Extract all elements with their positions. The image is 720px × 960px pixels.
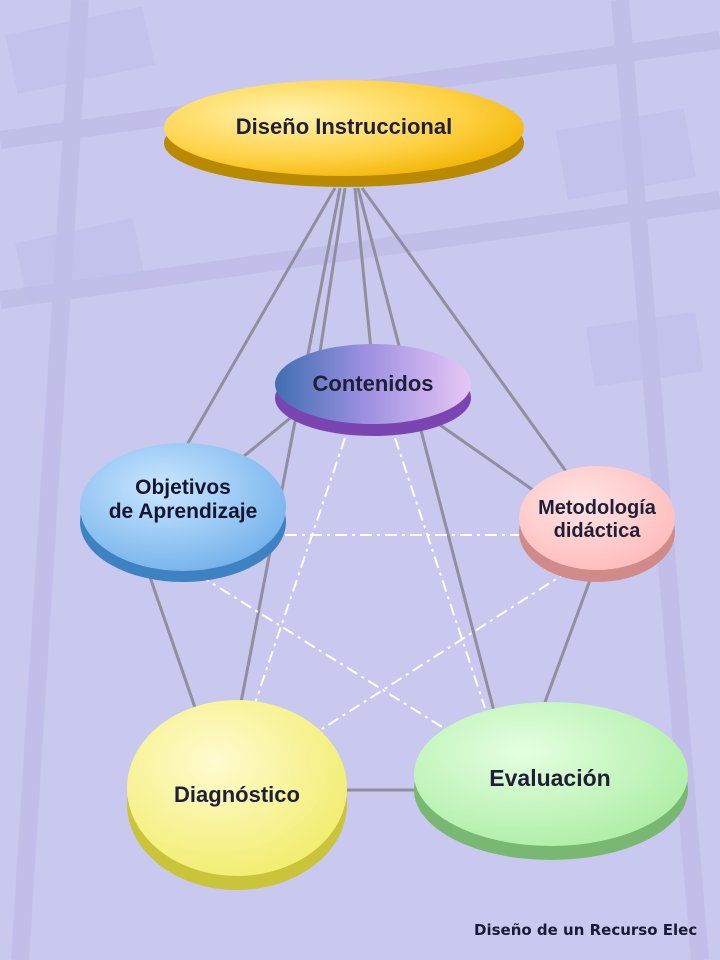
dash-metodologia-diagnostico [307,569,571,739]
dash-contenidos-evaluacion [394,437,486,709]
node-evaluacion [414,702,688,860]
metodologia-label-line2: didáctica [553,520,641,542]
link-diseno-contenidos [316,187,347,366]
link-metodologia-evaluacion [543,579,592,703]
link-diseno-evaluacion [356,187,497,716]
link-diseno-diagnostico [236,187,342,719]
metodologia-label-line1: Metodología [538,497,656,519]
diagnostico-label: Diagnóstico [174,782,300,807]
node-metodologia [519,466,675,582]
contenidos-label: Contenidos [312,371,434,396]
node-objetivos [80,443,286,582]
evaluacion-label: Evaluación [489,765,611,791]
node-diagnostico [127,700,347,890]
objetivos-label-line1: Objetivos [135,476,231,499]
link-diseno-metodologia [360,187,580,489]
diseno-instruccional-label: Diseño Instruccional [235,114,453,139]
objetivos-label-line2: de Aprendizaje [108,500,258,524]
node-contenidos [275,344,471,436]
metodologia-label: Metodología didáctica [512,497,682,543]
link-diseno-contenidos-2 [353,187,374,361]
dashed-links [134,437,571,739]
footer-text: Diseño de un Recurso Elec [474,921,698,939]
node-diseno-instruccional [164,80,524,187]
link-contenidos-metodologia [429,416,541,497]
objetivos-label: Objetivos de Aprendizaje [73,476,293,524]
